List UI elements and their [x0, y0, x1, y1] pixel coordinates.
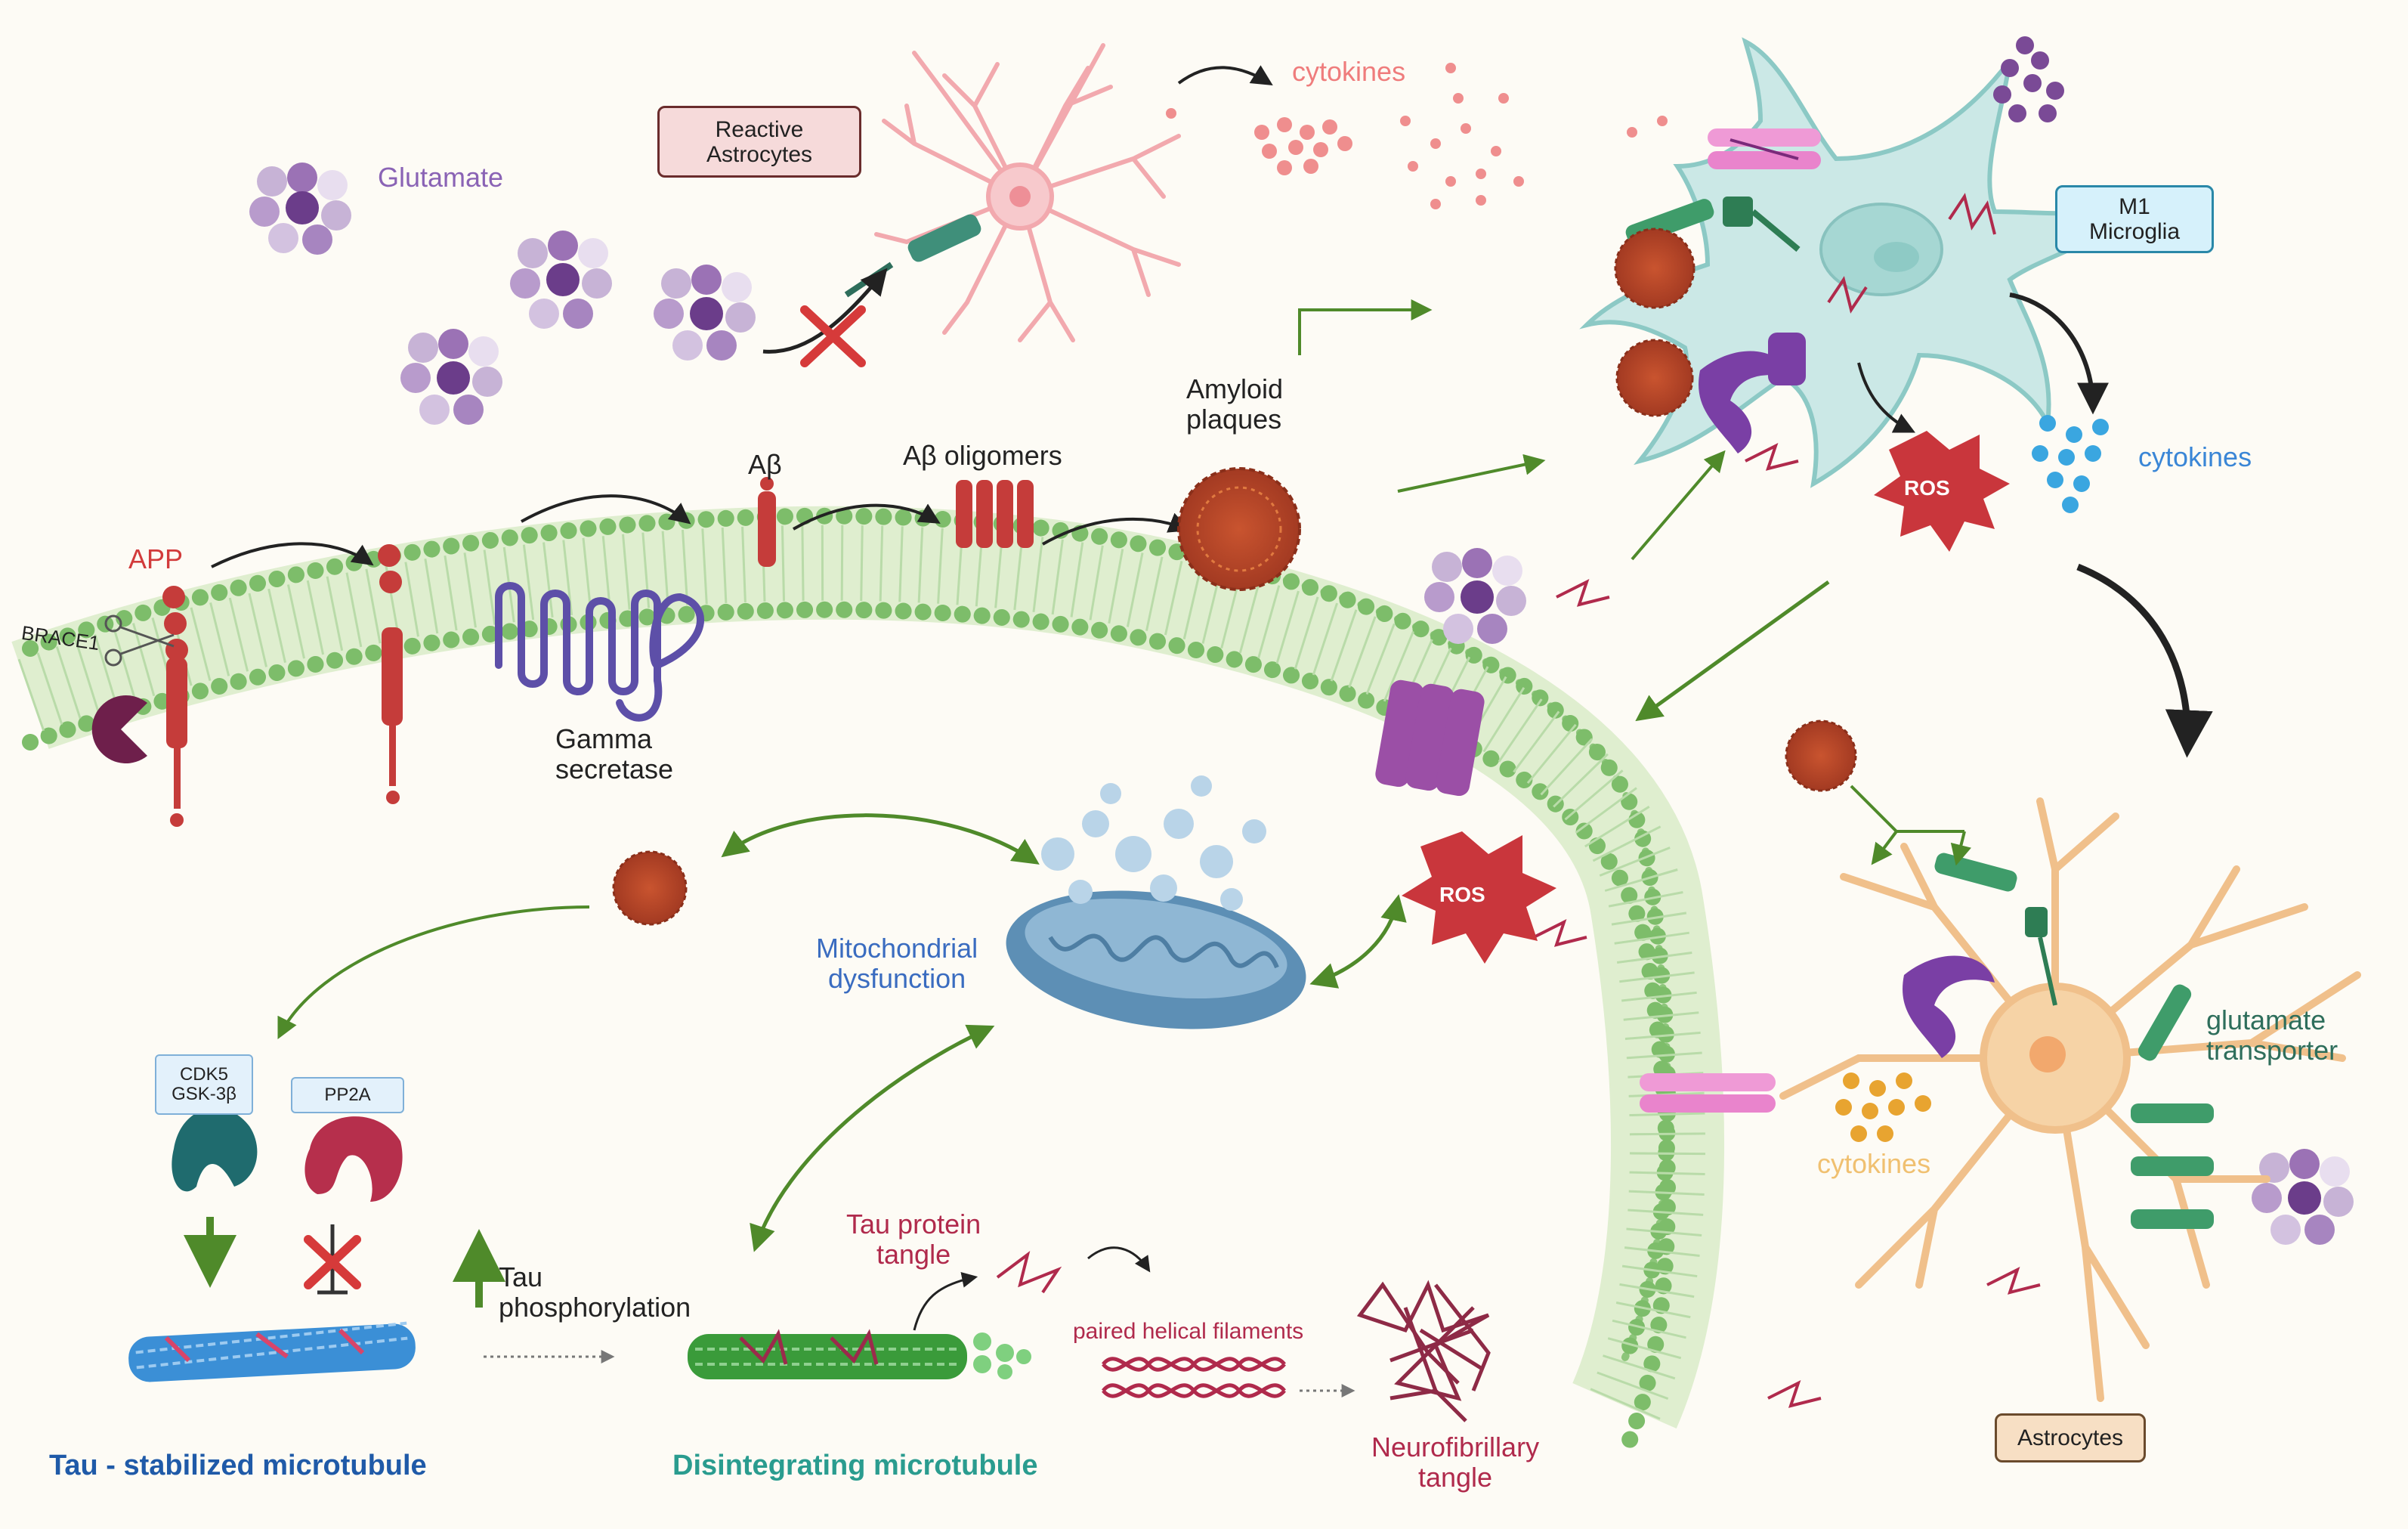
arrow-to-cytokines: [1177, 65, 1273, 85]
label-disintegrating-microtubule: Disintegrating microtubule: [672, 1450, 1038, 1481]
pp2a-enzyme-icon: [304, 1116, 403, 1202]
glutamate-cluster: [2252, 1149, 2354, 1245]
arrow-microglia-ros: [1857, 362, 1916, 433]
tau-stabilized-microtubule-icon: [128, 1321, 416, 1382]
green-arrow-plaque-microglia: [1397, 453, 1546, 493]
label-tau-phosphorylation: Tau phosphorylation: [499, 1261, 691, 1323]
arrow-to-oligomers: [793, 503, 941, 531]
label-ros-mid: ROS: [1439, 883, 1485, 906]
ion-channel-icon: [1375, 679, 1485, 797]
glutamate-cluster: [1424, 548, 1526, 644]
label-abeta: Aβ: [748, 449, 782, 480]
double-arrow-mito-ros: [1309, 894, 1407, 989]
amyloid-plaque: [1614, 227, 1857, 792]
label-glutamate: Glutamate: [378, 162, 504, 193]
label-paired-helical-filaments: paired helical filaments: [1073, 1319, 1304, 1344]
green-arrow-plaque-kinases: [277, 905, 590, 1040]
amyloid-plaque-small: [612, 850, 688, 926]
pink-receptor-icon: [1708, 128, 1821, 169]
glutamate-cluster: [400, 329, 502, 425]
label-abeta-oligomers: Aβ oligomers: [903, 440, 1062, 471]
label-pp2a: PP2A: [291, 1077, 404, 1113]
arrow-microglia-astrocyte: [2076, 563, 2213, 758]
purple-receptor-icon: [1903, 955, 1995, 1058]
label-cytokines-top: cytokines: [1292, 56, 1406, 87]
label-cdk5-gsk3b: CDK5 GSK-3β: [155, 1054, 253, 1115]
label-reactive-astrocytes: Reactive Astrocytes: [657, 106, 861, 178]
arrow-app: [211, 542, 374, 568]
label-mitochondrial-dysfunction: Mitochondrial dysfunction: [816, 933, 978, 995]
astrocyte-receptors: [1934, 853, 2214, 1229]
glutamate-cluster: [249, 162, 351, 255]
arrow-tangle-phf: [1087, 1246, 1151, 1273]
double-arrow-plaque-mito: [721, 813, 1040, 865]
neurofibrillary-tangle-icon: [1356, 1280, 1491, 1422]
app-protein-icon: [162, 586, 188, 827]
label-gamma-secretase: Gamma secretase: [555, 723, 674, 785]
inhibition-icon: [304, 1224, 361, 1295]
gamma-secretase-icon: [495, 582, 704, 722]
green-arrow-to-microglia: [1631, 450, 1726, 561]
abeta-monomer: [758, 477, 776, 567]
amyloid-plaque-large: [1177, 467, 1301, 591]
blocked-arrow-icon: [762, 268, 888, 367]
glutamate-cluster: [510, 231, 612, 329]
purple-receptor-icon: [1699, 333, 1806, 453]
pink-channel-icon: [1640, 1073, 1776, 1113]
purple-particles: [1993, 36, 2064, 122]
label-glutamate-transporter: glutamate transporter: [2206, 1004, 2338, 1066]
green-fork-arrow: [1850, 785, 1964, 862]
label-app: APP: [128, 543, 184, 574]
label-tau-stabilized-microtubule: Tau - stabilized microtubule: [49, 1450, 427, 1481]
arrow-to-plaque: [1042, 512, 1191, 546]
mitochondrion-icon: [1006, 775, 1306, 1029]
cytokine-particles-orange: [1835, 1072, 1931, 1142]
green-arrow-plaque-label: [1298, 299, 1433, 355]
tau-fibril-icon: [1533, 193, 2041, 1408]
cytokine-particles: [1166, 63, 1668, 209]
label-neurofibrillary-tangle: Neurofibrillary tangle: [1371, 1432, 1540, 1493]
arrow-microglia-cytokines: [2009, 292, 2109, 415]
abeta-oligomers-icon: [956, 480, 1034, 548]
label-amyloid-plaques: Amyloid plaques: [1186, 373, 1284, 435]
ros-burst: [1402, 831, 1556, 964]
ros-burst: [1874, 431, 2010, 552]
green-arrow-to-channel: [1635, 580, 1830, 722]
app-cleaved-icon: [378, 544, 403, 804]
cytokine-particles-blue: [2032, 415, 2109, 513]
label-ros-top: ROS: [1904, 476, 1950, 500]
astrocyte-cell: [1779, 797, 2361, 1402]
arrow-to-abeta: [521, 494, 691, 525]
pacman-enzyme-icon: [91, 695, 147, 764]
reactive-astrocyte-cell: [874, 43, 1181, 342]
paired-helical-filaments-icon: [1102, 1357, 1286, 1398]
label-m1-microglia: M1 Microglia: [2055, 185, 2214, 253]
label-cytokines-bottom: cytokines: [1817, 1148, 1931, 1179]
glutamate-cluster: [654, 265, 756, 361]
label-tau-protein-tangle: Tau protein tangle: [846, 1209, 981, 1271]
disintegrating-microtubule-icon: [688, 1329, 1031, 1379]
arrow-tau-tangle: [913, 1272, 978, 1331]
tau-tangle-icon: [996, 1251, 1062, 1294]
cdk5-gsk3b-enzyme-icon: [172, 1108, 258, 1192]
label-cytokines-right: cytokines: [2138, 441, 2252, 472]
green-fork-arrow-right: [1950, 831, 1972, 866]
scissors-icon: [104, 614, 175, 667]
label-astrocytes: Astrocytes: [1995, 1413, 2146, 1462]
double-arrow-mito-microtubule: [750, 1024, 995, 1252]
